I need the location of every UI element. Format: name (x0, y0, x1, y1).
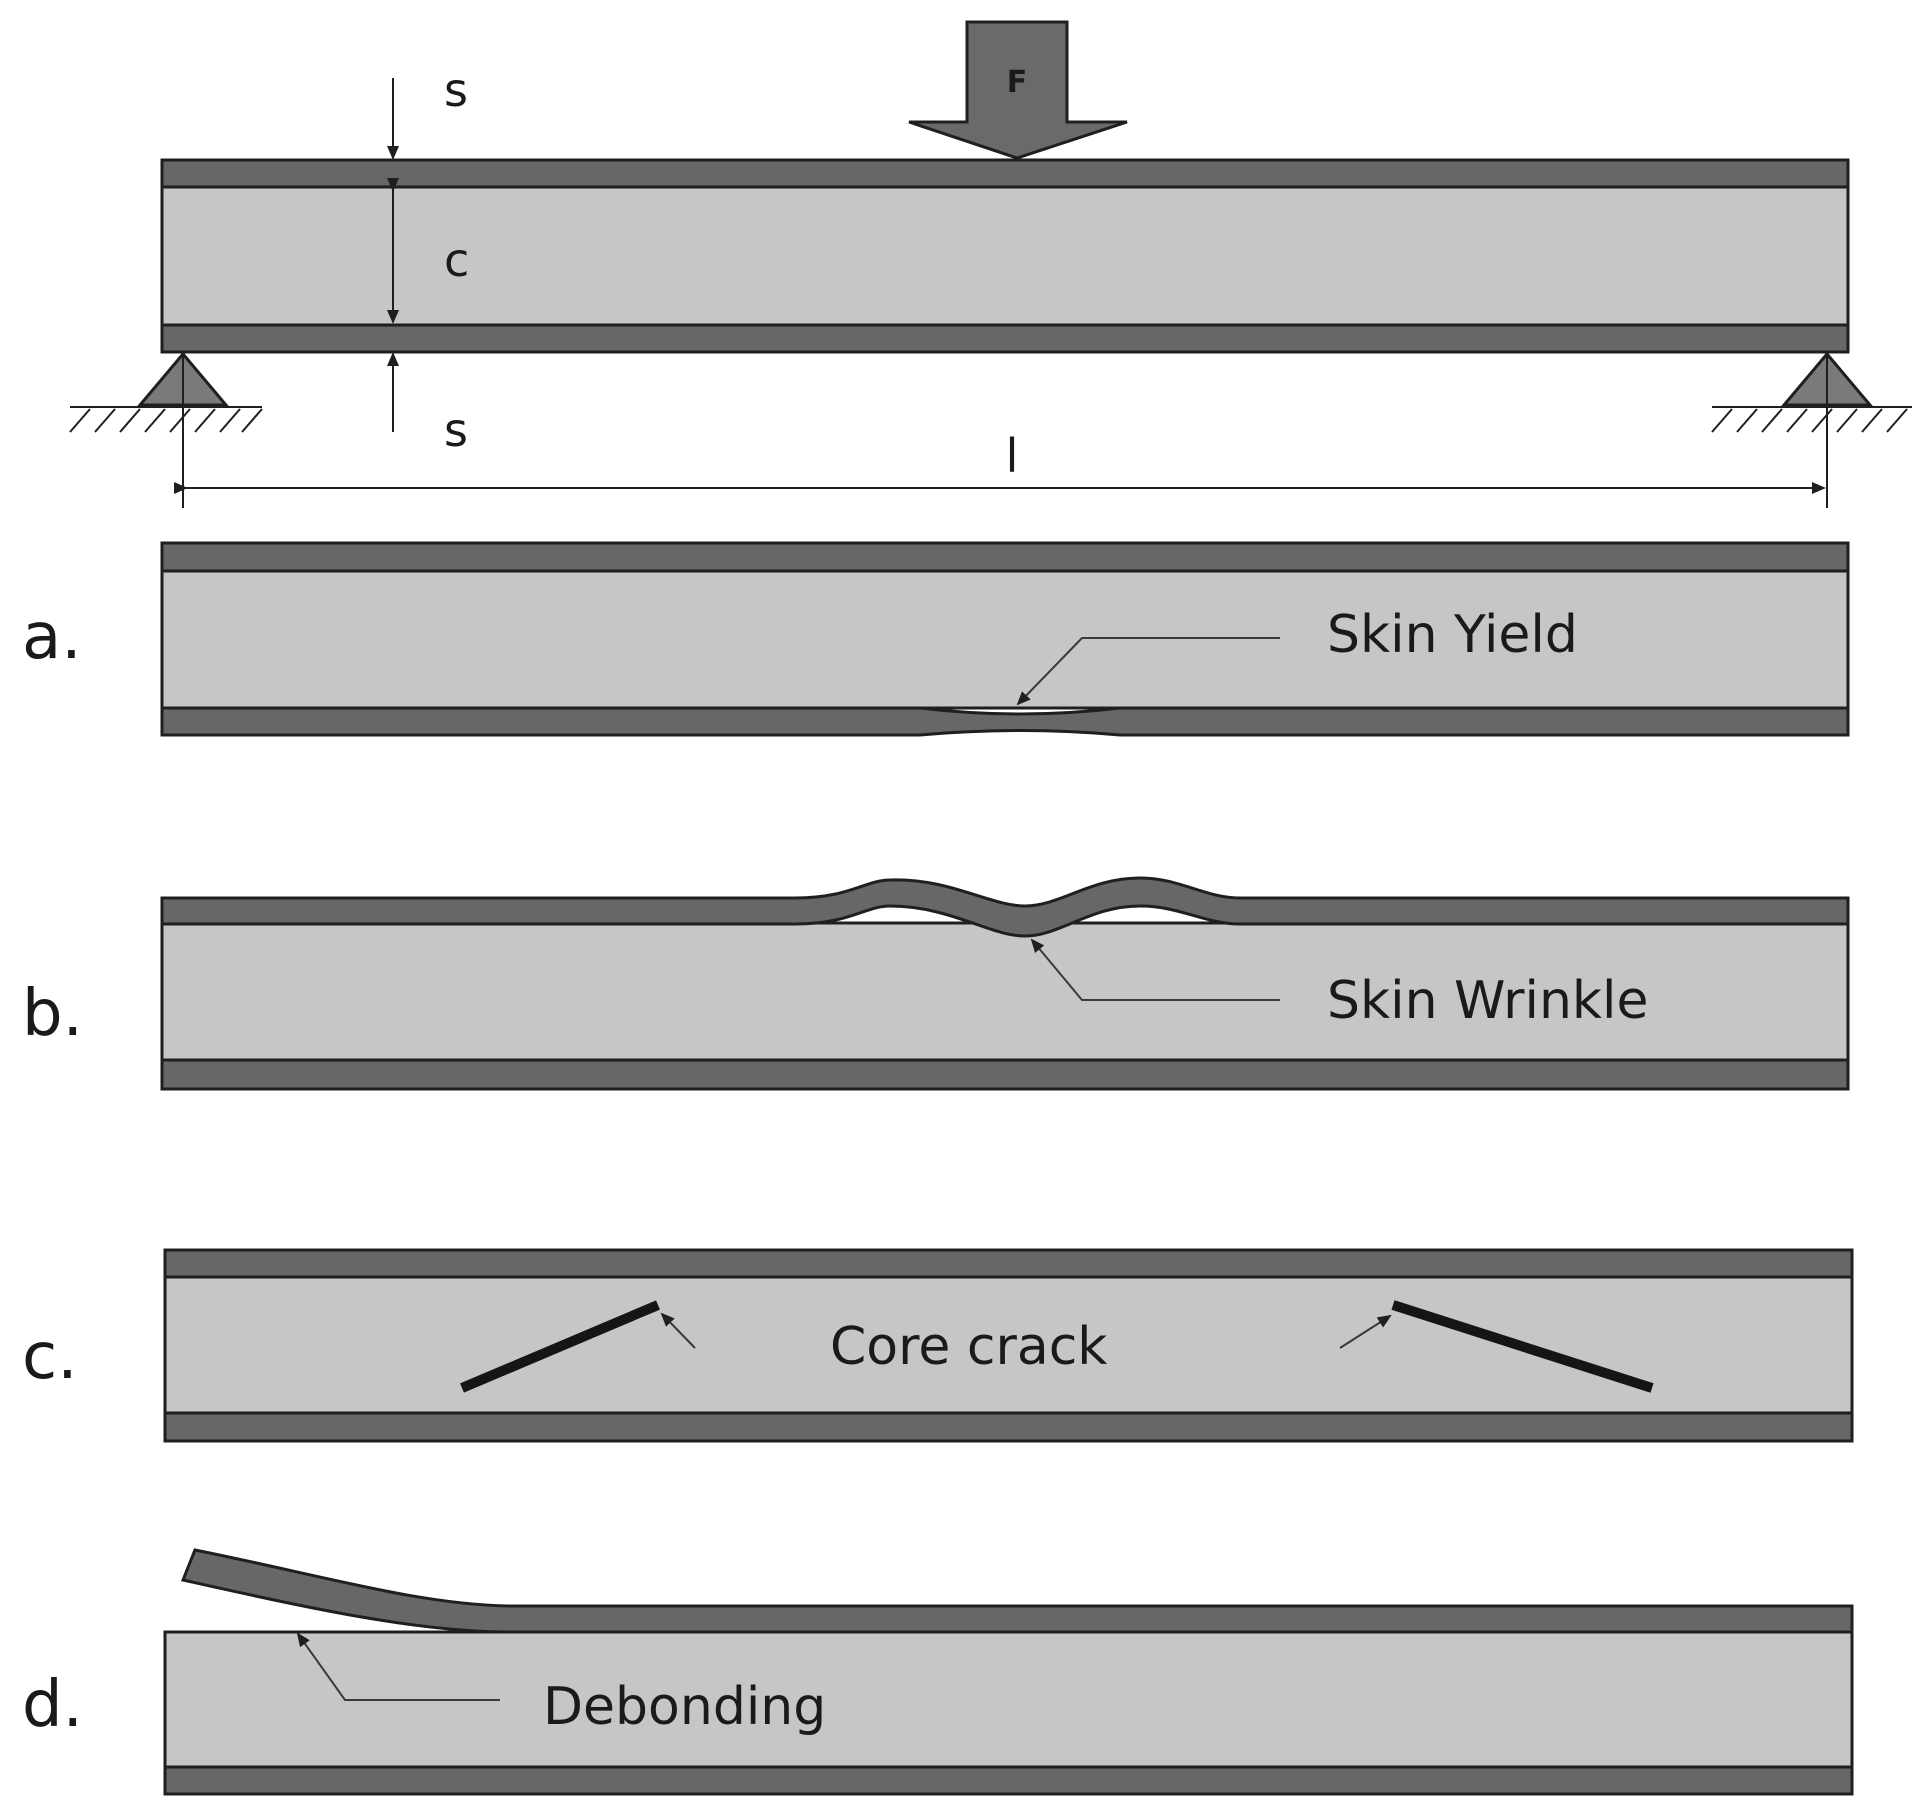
mode-d-debonding: d. Debonding (22, 1548, 1854, 1796)
yielded-bottom-skin (160, 706, 1850, 737)
skin-wrinkle-leader (1030, 938, 1280, 1001)
mode-c-name: Core crack (830, 1317, 1107, 1377)
core (160, 185, 1850, 327)
mode-c-letter: c. (22, 1320, 78, 1394)
debonded-top-skin (180, 1548, 1854, 1634)
debonding-leader (296, 1632, 500, 1701)
wrinkled-top-skin (160, 876, 1850, 938)
mode-b-skin-wrinkle: b. Skin Wrinkle (22, 876, 1850, 1091)
mode-a-skin-yield: a. Skin Yield (22, 541, 1850, 737)
mode-b-name: Skin Wrinkle (1327, 971, 1648, 1031)
skin-yield-leader (1016, 637, 1280, 706)
mode-a-letter: a. (22, 600, 82, 674)
loaded-beam: F s c s (69, 20, 1912, 508)
bottom-skin (160, 323, 1850, 354)
left-core-crack (460, 1300, 660, 1393)
span-label: l (1006, 429, 1019, 483)
top-skin (160, 158, 1850, 189)
mode-b-letter: b. (22, 977, 83, 1051)
force-arrow (908, 20, 1128, 160)
mode-d-name: Debonding (543, 1677, 826, 1737)
skin-top-label: s (444, 63, 468, 117)
mode-a-name: Skin Yield (1327, 605, 1578, 665)
right-support (1711, 351, 1912, 433)
force-label: F (1007, 65, 1028, 100)
mode-d-letter: d. (22, 1668, 83, 1742)
left-crack-leader (660, 1312, 696, 1349)
mode-c-core-crack: c. Core crack (22, 1248, 1854, 1443)
left-support (69, 351, 263, 433)
right-crack-leader (1339, 1314, 1392, 1349)
core-label: c (444, 233, 469, 287)
right-core-crack (1391, 1300, 1654, 1393)
skin-bottom-label: s (444, 403, 468, 457)
